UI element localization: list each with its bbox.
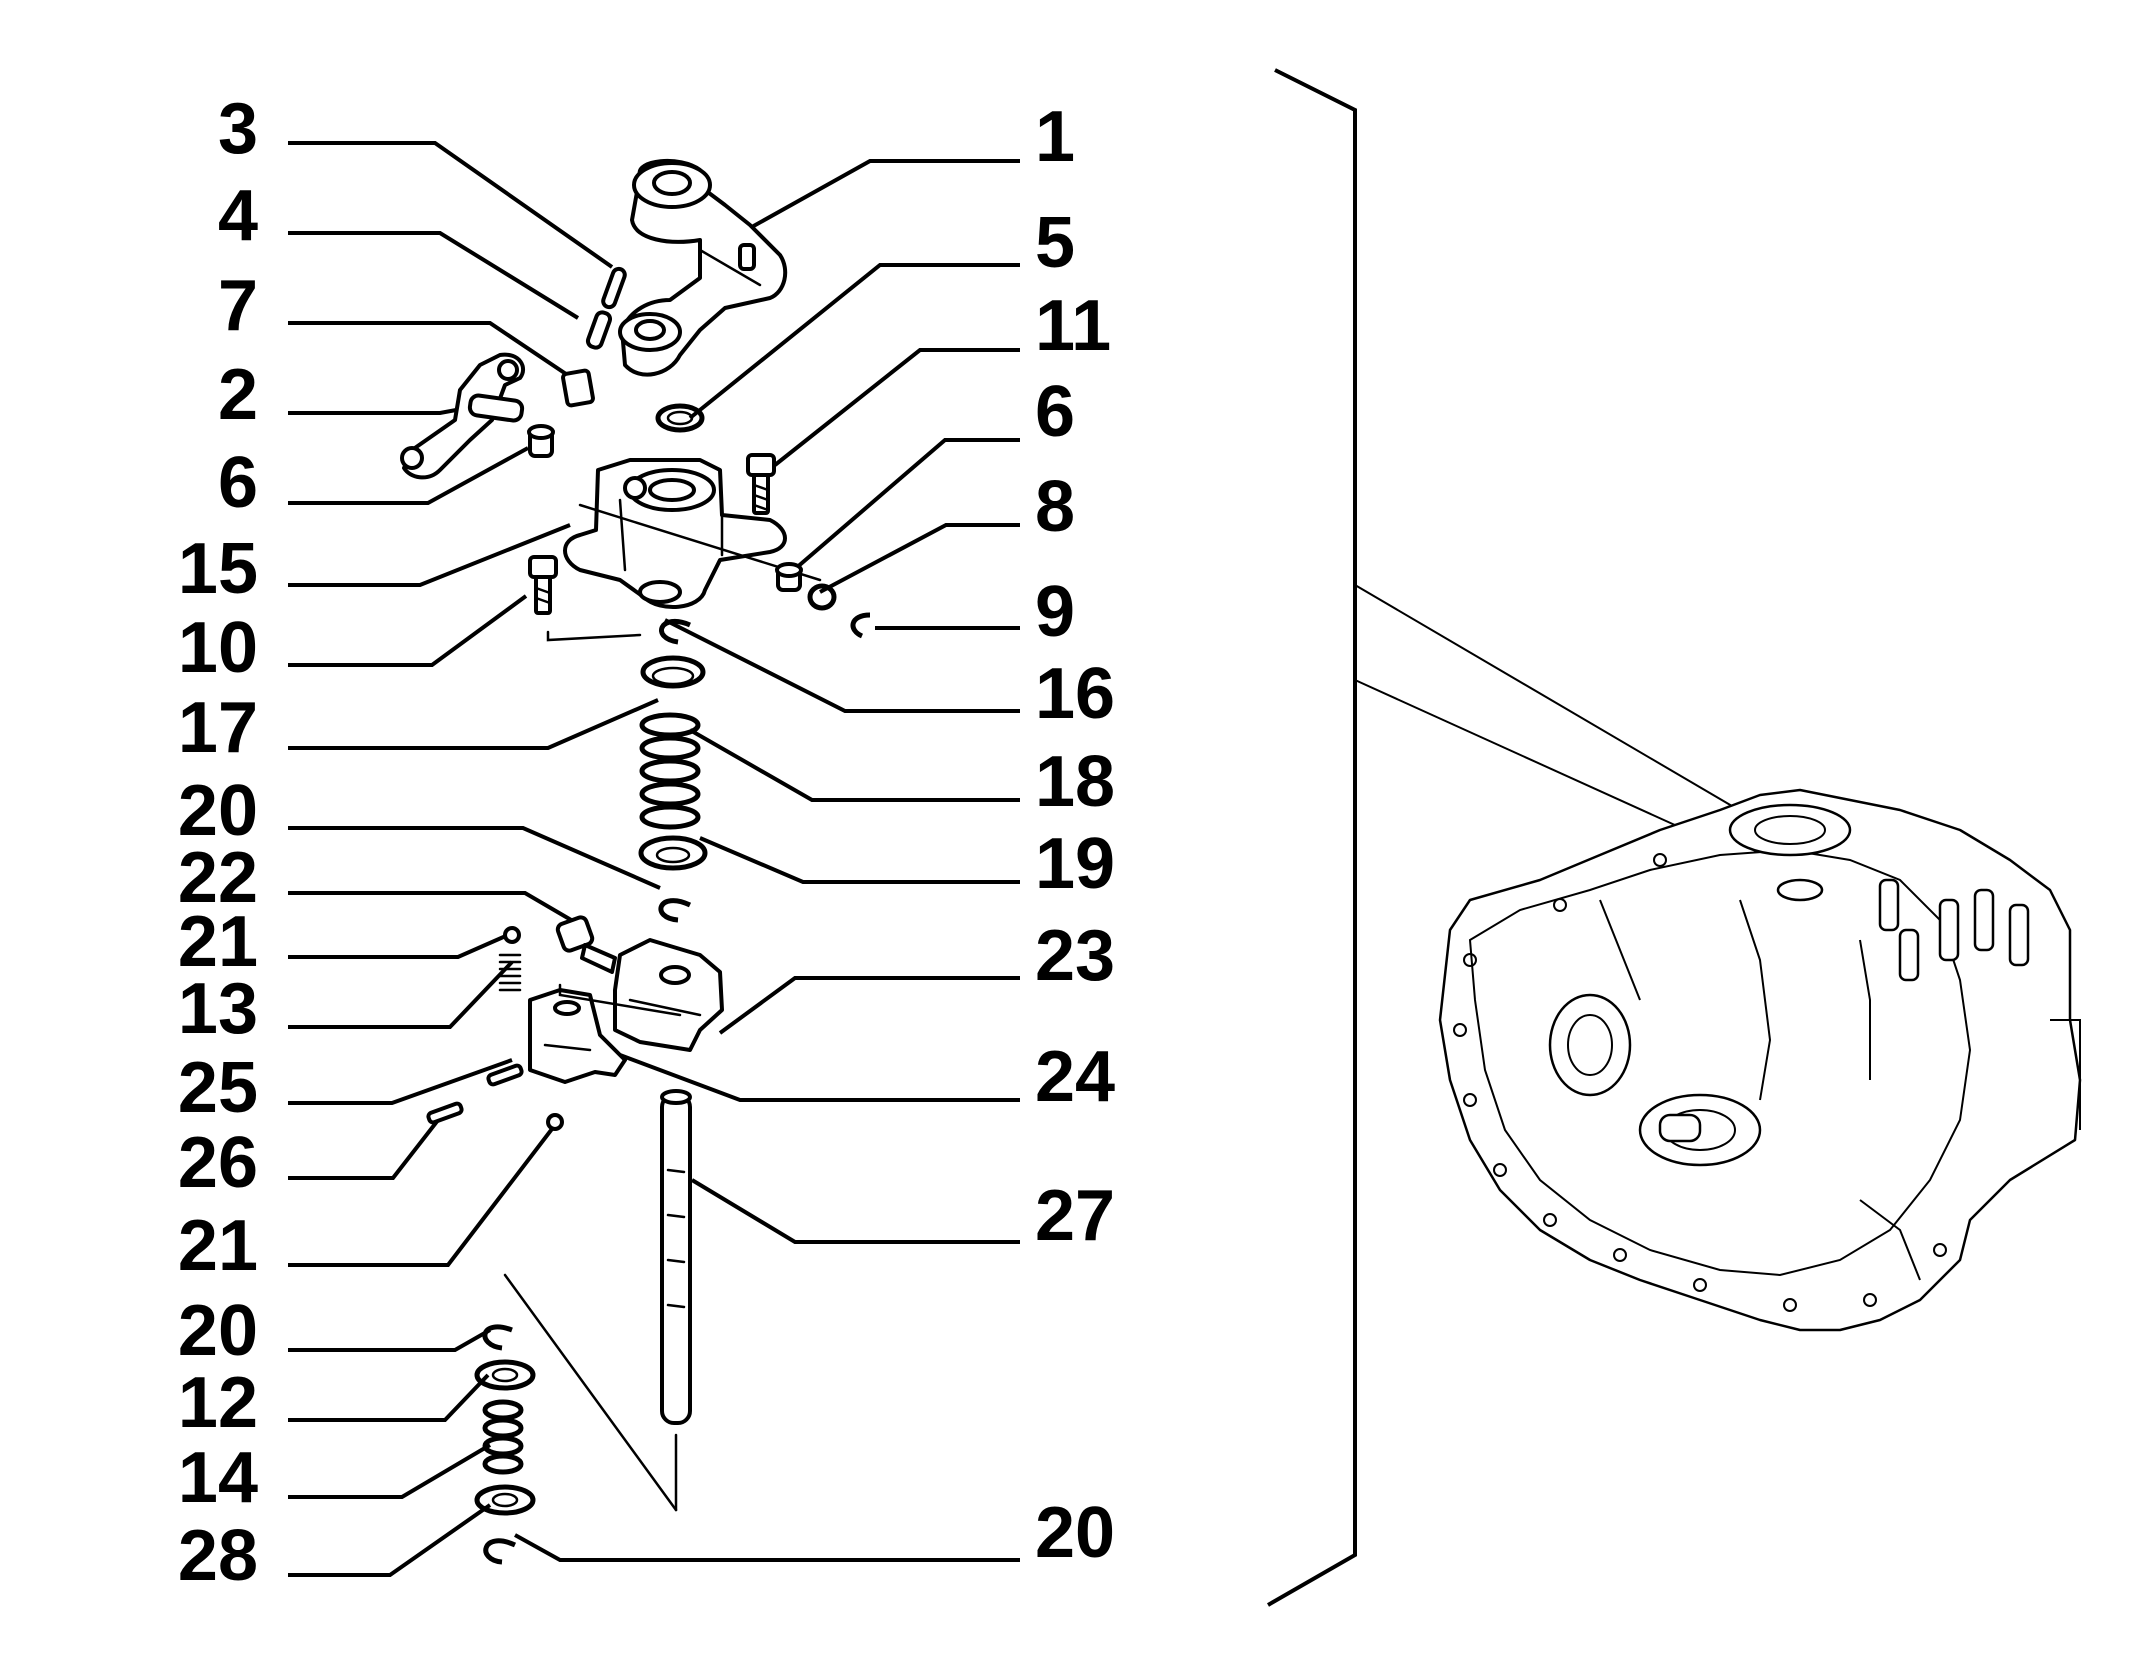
leader-line	[786, 438, 1020, 577]
leader-line	[288, 933, 509, 959]
callout-label: 17	[178, 688, 258, 768]
callout-label: 14	[178, 1438, 258, 1518]
callout-label: 12	[178, 1363, 258, 1443]
callout-label: 8	[1035, 467, 1075, 547]
selector-lever	[618, 158, 788, 377]
leader-line	[619, 1053, 1020, 1102]
leader-line	[288, 523, 571, 587]
leader-line	[288, 1123, 557, 1267]
flat-washer	[638, 835, 708, 871]
cap-screw	[528, 555, 642, 642]
leader-line	[288, 1328, 491, 1352]
leader-line	[690, 1178, 1020, 1244]
leader-line	[288, 141, 614, 269]
leader-line	[288, 446, 529, 505]
seal-ring	[655, 403, 705, 433]
leader-line	[288, 698, 659, 750]
cap-screw	[746, 453, 776, 515]
left-callouts: 3 4 7 2 6 15 10 17 20 22 21 13 25 26 21 …	[178, 89, 258, 1596]
leader-line	[689, 728, 1020, 802]
leader-line	[288, 891, 580, 926]
callout-label: 11	[1035, 286, 1111, 366]
callout-label: 15	[178, 529, 258, 609]
callout-label: 1	[1035, 97, 1075, 177]
leader-line	[288, 1503, 492, 1577]
roll-pin	[426, 1063, 524, 1125]
bushing	[527, 424, 555, 458]
callout-label: 21	[178, 1206, 258, 1286]
coil-spring	[639, 712, 701, 830]
exploded-parts	[400, 158, 871, 1565]
leader-line	[288, 1113, 444, 1180]
leader-line	[288, 1373, 490, 1422]
spring-cup	[640, 655, 706, 689]
circlip	[659, 618, 691, 645]
spring-pin	[585, 266, 627, 350]
callout-label: 21	[178, 902, 258, 982]
plug-and-washer	[775, 562, 871, 639]
callout-label: 27	[1035, 1176, 1115, 1256]
leader-line	[514, 1533, 1020, 1562]
callout-label: 26	[178, 1123, 258, 1203]
leader-line	[749, 159, 1020, 230]
detent-bolt	[555, 915, 617, 974]
leader-line	[288, 594, 528, 667]
small-spring	[498, 953, 522, 992]
leader-line	[288, 403, 484, 415]
callout-label: 20	[178, 771, 258, 851]
callout-label: 5	[1035, 203, 1075, 283]
leader-line	[288, 960, 514, 1029]
flat-washer	[474, 1484, 536, 1516]
leader-line	[718, 976, 1020, 1035]
circlip	[658, 898, 692, 923]
leader-line	[699, 836, 1020, 884]
leader-line	[688, 263, 1020, 420]
detent-ball	[503, 926, 521, 944]
guide-block	[528, 983, 682, 1084]
callout-label: 18	[1035, 742, 1115, 822]
callout-label: 7	[218, 266, 258, 346]
flat-washer	[474, 1359, 536, 1391]
detent-ball	[546, 1113, 564, 1131]
callout-label: 10	[178, 608, 258, 688]
callout-label: 4	[218, 176, 258, 256]
callout-label: 20	[178, 1291, 258, 1371]
callout-label: 16	[1035, 654, 1115, 734]
callout-label: 20	[1035, 1493, 1115, 1573]
leader-line	[288, 231, 580, 320]
callout-label: 13	[178, 969, 258, 1049]
callout-label: 22	[178, 838, 258, 918]
circlip	[483, 1538, 517, 1565]
callout-label: 2	[218, 355, 258, 435]
callout-label: 6	[1035, 372, 1075, 452]
callout-label: 19	[1035, 824, 1115, 904]
selector-housing	[563, 458, 822, 609]
leader-line	[288, 1058, 513, 1105]
callout-label: 3	[218, 89, 258, 169]
callout-label: 9	[1035, 572, 1075, 652]
callout-label: 25	[178, 1048, 258, 1128]
leader-line	[288, 321, 574, 380]
leader-line	[773, 348, 1020, 467]
gearbox-housing	[1354, 584, 2082, 1332]
coil-spring	[482, 1399, 524, 1475]
leader-line	[288, 826, 661, 890]
callout-label: 6	[218, 443, 258, 523]
selector-rod	[503, 1089, 692, 1512]
leader-line	[288, 1443, 492, 1499]
intermediate-lever	[400, 352, 526, 480]
selector-block	[613, 938, 724, 1052]
leader-line	[819, 523, 1020, 594]
group-bracket	[1267, 68, 1357, 1607]
leader-lines	[288, 141, 1020, 1577]
small-block	[561, 368, 595, 408]
right-callouts: 1 5 11 6 8 9 16 18 19 23 24 27 20	[1035, 97, 1115, 1573]
callout-label: 23	[1035, 916, 1115, 996]
callout-label: 24	[1035, 1037, 1115, 1117]
circlip	[482, 1324, 513, 1351]
callout-label: 28	[178, 1516, 258, 1596]
leader-line	[664, 618, 1020, 713]
